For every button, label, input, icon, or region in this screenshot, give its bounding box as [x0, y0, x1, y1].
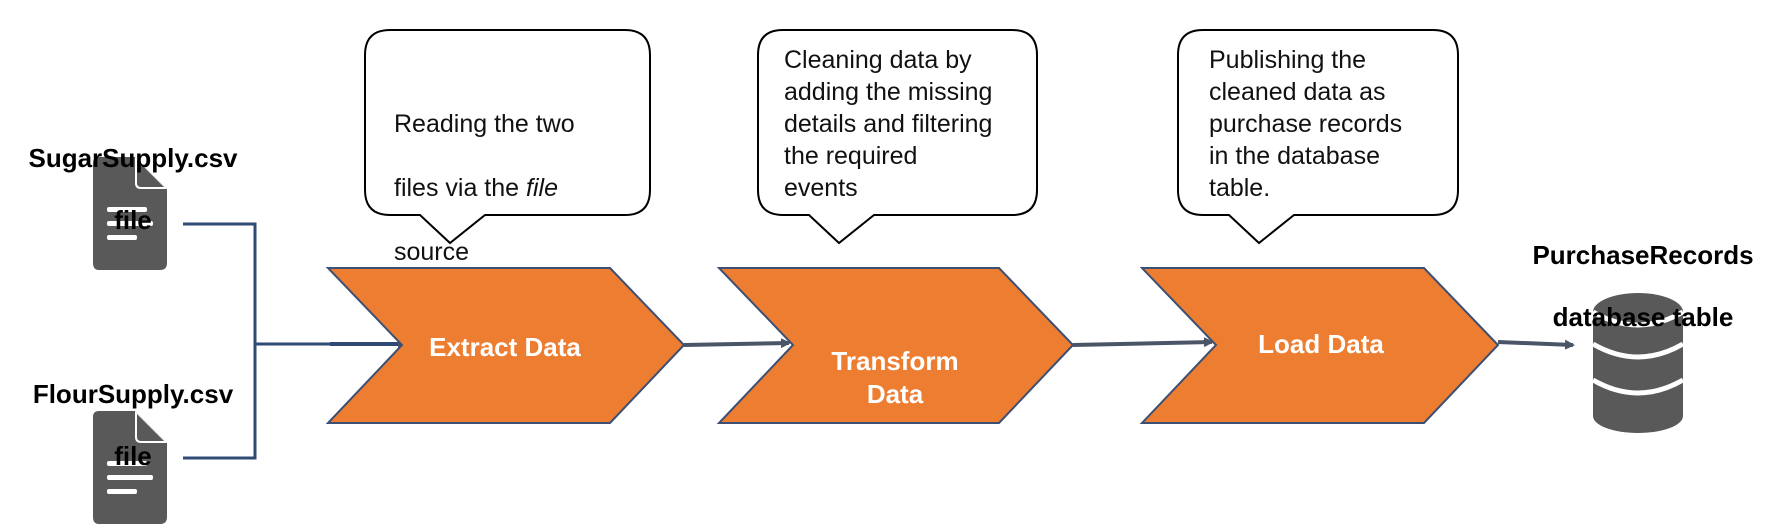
callout-bubble-transform: [757, 29, 1038, 245]
purchase-records-name: PurchaseRecords: [1532, 240, 1754, 270]
purchase-records-kind: database table: [1552, 302, 1734, 332]
stage-chevron-extract: [325, 267, 686, 424]
extract-stage-label: Extract Data: [429, 332, 581, 362]
extract-note-line-3: source: [394, 238, 470, 266]
flour-supply-name: FlourSupply.csv: [32, 379, 234, 409]
transform-stage-label: Transform Data: [790, 312, 1000, 411]
sugar-supply-name: SugarSupply.csv: [28, 143, 238, 173]
transform-note: Cleaning data by adding the missing deta…: [784, 46, 993, 202]
load-note: Publishing the cleaned data as purchase …: [1209, 46, 1403, 202]
flour-supply-label: FlourSupply.csv file: [18, 348, 248, 472]
purchase-records-label: PurchaseRecords database table: [1512, 209, 1774, 333]
arrow-load-to-database: [1497, 339, 1575, 350]
arrow-extract-to-transform: [683, 338, 791, 349]
sugar-supply-label: SugarSupply.csv file: [18, 112, 248, 236]
load-stage-label: Load Data: [1258, 329, 1384, 359]
extract-note: Reading the two files via the file sourc…: [394, 76, 634, 268]
database-icon: [1591, 293, 1685, 433]
stage-chevron-load: [1139, 267, 1500, 424]
extract-note-line-2: files via the: [394, 174, 527, 202]
sugar-file-document-icon: [93, 157, 167, 270]
callout-bubble-load: [1177, 29, 1459, 245]
source-merge-connector: [183, 222, 330, 460]
flour-file-document-icon: [93, 411, 167, 524]
flour-supply-kind: file: [114, 441, 152, 471]
extract-note-line-1: Reading the two: [394, 110, 575, 138]
sugar-supply-kind: file: [114, 205, 152, 235]
callout-bubble-extract: [364, 29, 651, 245]
stage-chevron-transform: [716, 267, 1075, 424]
extract-note-emphasis: file: [526, 174, 558, 202]
arrow-transform-to-load: [1072, 337, 1214, 348]
transform-stage-label-text: Transform Data: [831, 346, 959, 409]
